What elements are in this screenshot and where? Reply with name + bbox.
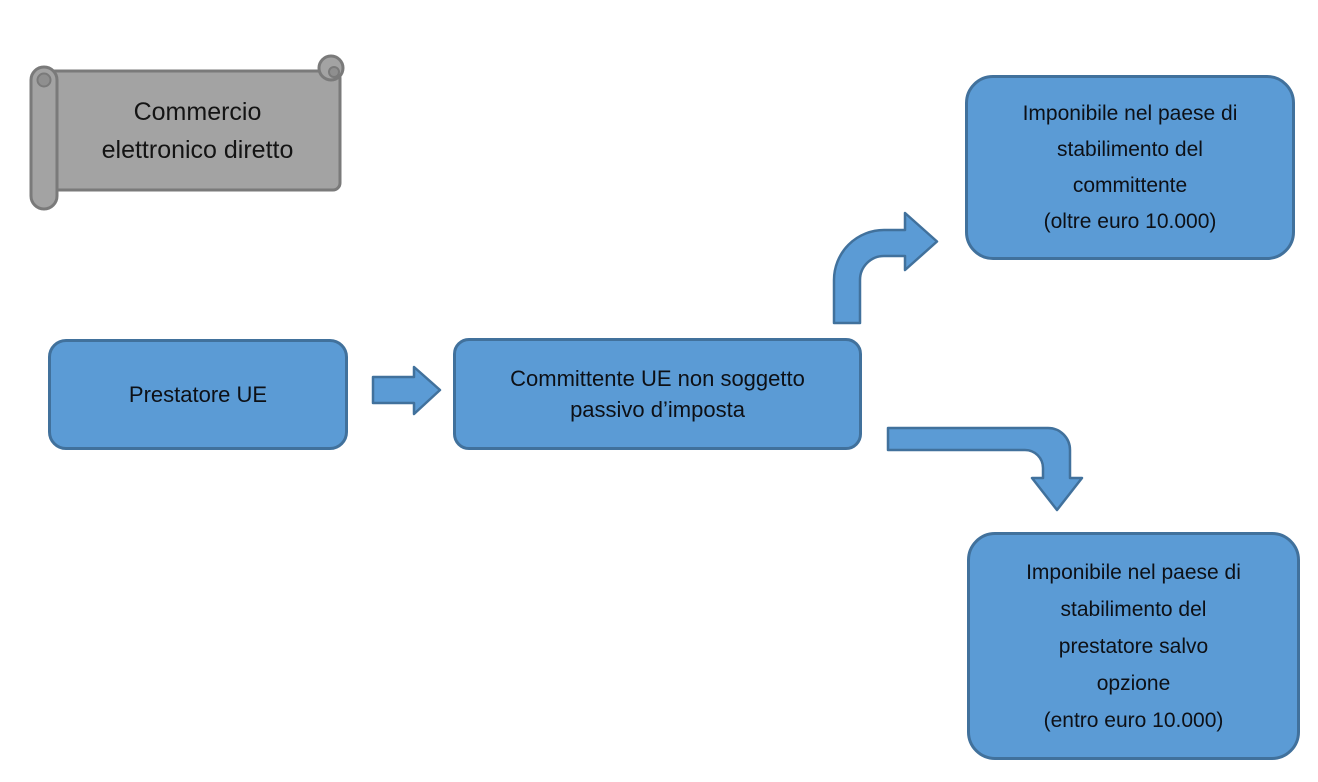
node-label-line: Imponibile nel paese di (1022, 101, 1238, 125)
scroll-banner-shape (29, 54, 345, 211)
banner-line: elettronico diretto (101, 136, 294, 164)
node-label-line: (oltre euro 10.000) (1043, 209, 1217, 233)
node-label-line: (entro euro 10.000) (1043, 708, 1224, 732)
node-committente-ue: Committente UE non soggetto passivo d’im… (453, 338, 862, 450)
arrow-right-icon (371, 365, 442, 416)
node-imponibile-committente: Imponibile nel paese di stabilimento del… (965, 75, 1295, 260)
node-label-line: passivo d’imposta (570, 397, 745, 422)
node-label-line: Imponibile nel paese di (1026, 560, 1241, 584)
node-label-line: Committente UE non soggetto (510, 366, 805, 391)
node-label-line: stabilimento del (1057, 137, 1203, 161)
node-label-line: opzione (1096, 671, 1171, 695)
arrow-bent-down-icon (886, 426, 1084, 512)
node-prestatore-ue: Prestatore UE (48, 339, 348, 450)
banner-commercio-elettronico: Commercio elettronico diretto (55, 72, 340, 190)
scroll-left-roll (29, 65, 59, 211)
node-label-line: Prestatore UE (128, 381, 268, 407)
scroll-top-right-curl-icon (328, 66, 340, 78)
node-label-line: prestatore salvo (1058, 634, 1209, 658)
scroll-left-curl-icon (36, 72, 52, 88)
banner-line: Commercio (133, 98, 262, 126)
node-label-line: stabilimento del (1060, 597, 1207, 621)
node-label-line: committente (1072, 173, 1188, 197)
arrow-bent-up-icon (832, 211, 939, 325)
node-imponibile-prestatore: Imponibile nel paese di stabilimento del… (967, 532, 1300, 760)
